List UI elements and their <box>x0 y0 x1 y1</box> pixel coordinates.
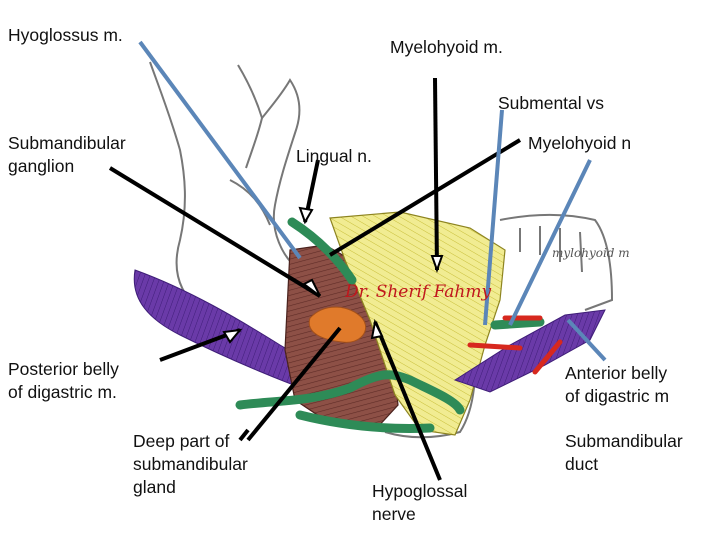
anterior-belly-digastric <box>453 309 606 393</box>
label-myelohyoid-muscle: Myelohyoid m. <box>390 37 503 57</box>
label-hypoglossal-nerve: Hypoglossal nerve <box>372 481 468 524</box>
label-submandibular-ganglion: Submandibular ganglion <box>8 133 126 176</box>
label-lingual-nerve: Lingual n. <box>296 146 372 166</box>
label-hyoglossus: Hyoglossus m. <box>8 25 123 45</box>
label-submental-vessels: Submental vs <box>498 93 605 113</box>
label-anterior-belly: Anterior belly of digastric m <box>565 363 670 406</box>
pointer-lines-black <box>108 77 522 481</box>
pointer-arrowheads <box>222 206 444 344</box>
label-submandibular-duct: Submandibular duct <box>565 431 683 474</box>
drawing-note: mylohyoid m <box>552 246 630 260</box>
label-posterior-belly: Posterior belly of digastric m. <box>8 359 119 402</box>
pointer-lines-blue <box>138 40 607 362</box>
label-deep-part-gland: Deep part of submandibular gland <box>133 431 248 497</box>
vessels-and-duct <box>467 315 563 375</box>
artist-signature: Dr. Sherif Fahmy <box>345 282 492 302</box>
deep-part-gland <box>308 306 367 343</box>
nerves <box>235 217 545 433</box>
label-myelohyoid-nerve: Myelohyoid n <box>528 133 632 153</box>
